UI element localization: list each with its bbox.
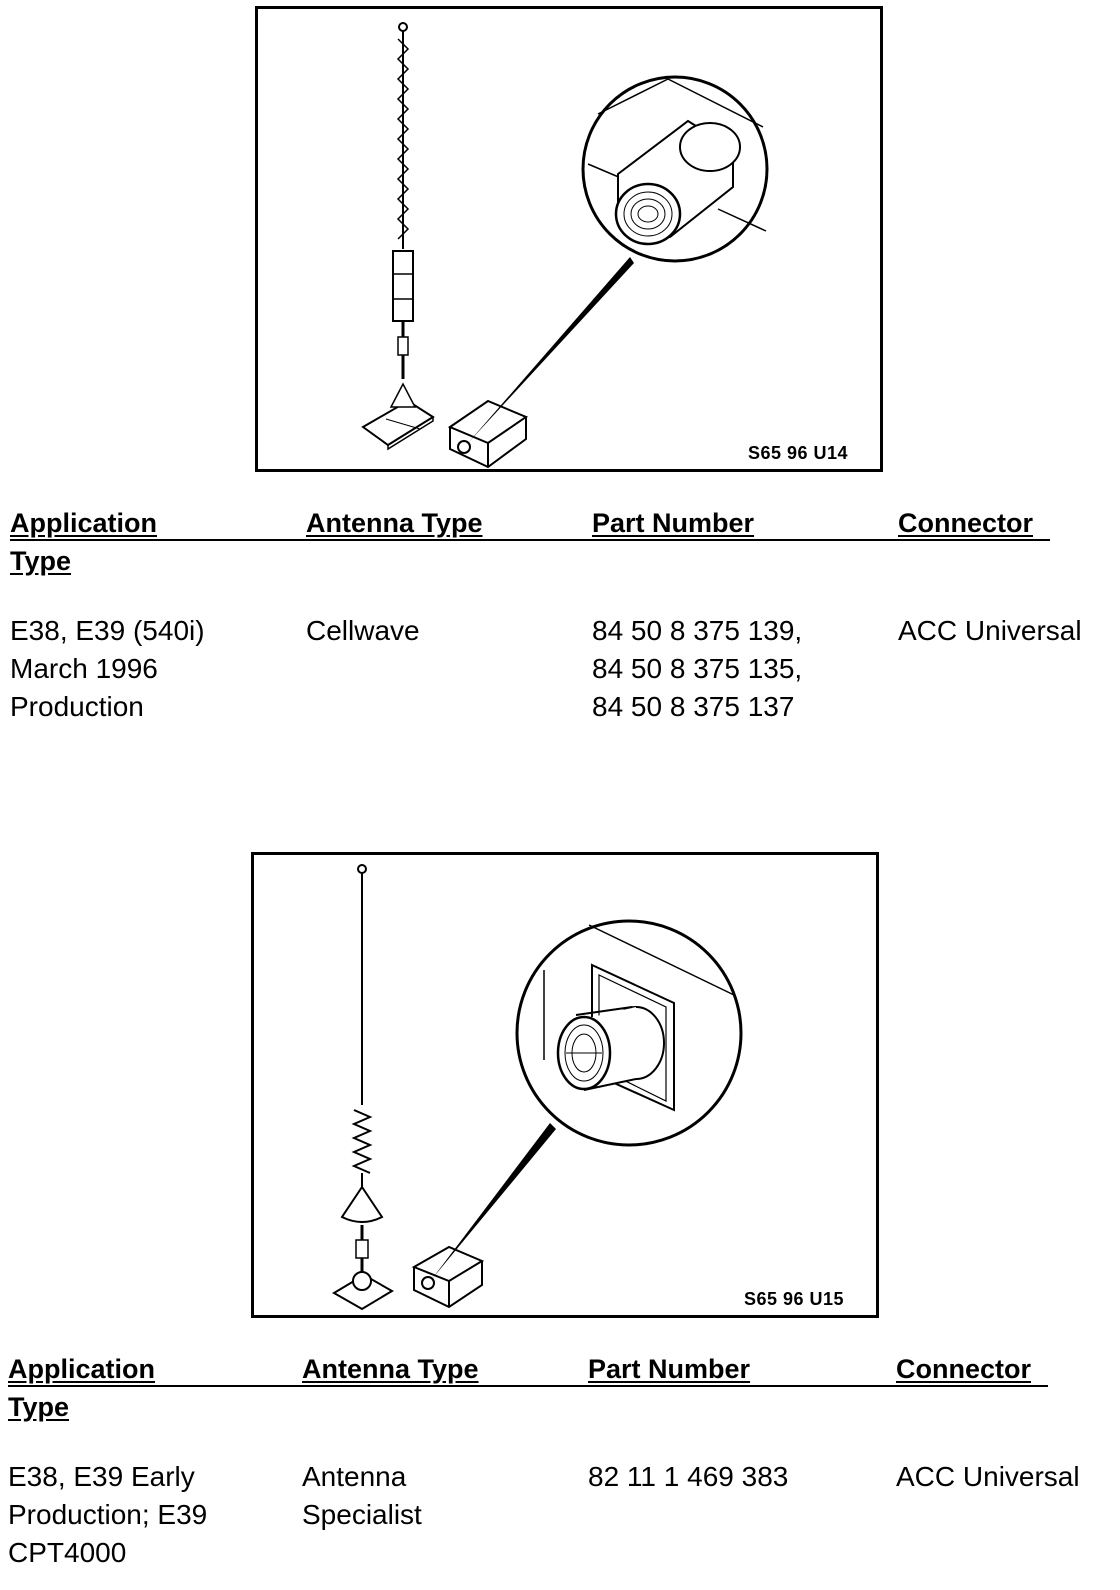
header-rule xyxy=(10,539,1050,541)
antenna-type-line: Specialist xyxy=(302,1499,422,1530)
header-part-number: Part Number xyxy=(588,1354,751,1384)
header-application: Application xyxy=(10,508,157,538)
part-number-line: 82 11 1 469 383 xyxy=(588,1461,789,1492)
figure-code: S65 96 U14 xyxy=(748,443,849,463)
antenna-type-line: Cellwave xyxy=(306,615,420,646)
header-application: Application xyxy=(8,1354,155,1384)
header-type: Type xyxy=(10,546,72,576)
header-connector: Connector xyxy=(898,508,1033,538)
connector-line: ACC Universal xyxy=(898,615,1082,646)
header-antenna-type: Antenna Type xyxy=(306,508,483,538)
antenna-specialist-illustration xyxy=(332,864,743,1311)
cellwave-antenna-illustration xyxy=(361,22,769,469)
application-line: E38, E39 Early xyxy=(8,1461,195,1492)
connector-line: ACC Universal xyxy=(896,1461,1080,1492)
part-number-line: 84 50 8 375 139, xyxy=(592,615,803,646)
part-number-line: 84 50 8 375 135, xyxy=(592,653,803,684)
header-type: Type xyxy=(8,1392,70,1422)
application-line: CPT4000 xyxy=(8,1537,127,1568)
application-line: Production xyxy=(10,691,144,722)
application-line: Production; E39 xyxy=(8,1499,208,1530)
header-part-number: Part Number xyxy=(592,508,755,538)
header-connector: Connector xyxy=(896,1354,1031,1384)
antenna-type-line: Antenna xyxy=(302,1461,407,1492)
header-rule xyxy=(8,1385,1048,1387)
part-number-line: 84 50 8 375 137 xyxy=(592,691,795,722)
header-antenna-type: Antenna Type xyxy=(302,1354,479,1384)
application-line: E38, E39 (540i) xyxy=(10,615,205,646)
application-line: March 1996 xyxy=(10,653,158,684)
figure-code: S65 96 U15 xyxy=(744,1289,845,1309)
figure-cellwave-antenna: S65 96 U14 xyxy=(255,6,883,472)
figure-antenna-specialist: S65 96 U15 xyxy=(251,852,879,1318)
